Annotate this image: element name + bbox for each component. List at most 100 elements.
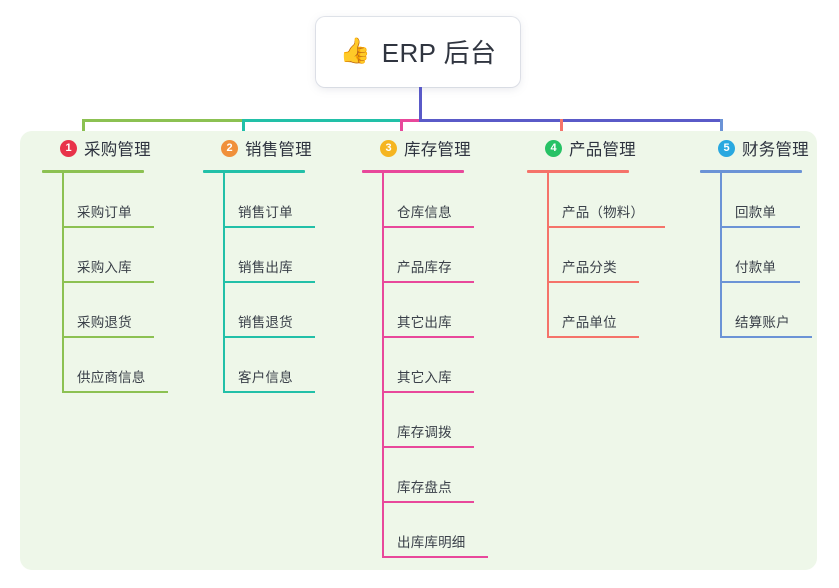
branch-item-underline xyxy=(62,391,168,393)
branch-item-label: 供应商信息 xyxy=(77,370,146,385)
branch-item-underline xyxy=(62,281,154,283)
branch-items: 采购订单采购入库采购退货供应商信息 xyxy=(42,173,168,393)
root-node-erp-backend[interactable]: 👍 ERP 后台 xyxy=(316,17,520,87)
branch-item-underline xyxy=(62,226,154,228)
branch-title-label: 财务管理 xyxy=(742,141,809,159)
branch-item-underline xyxy=(223,391,315,393)
branch-header-4[interactable]: 4 产品管理 xyxy=(527,131,636,165)
branch-item-underline xyxy=(720,281,800,283)
branch-item-underline xyxy=(223,336,315,338)
branch-items: 仓库信息产品库存其它出库其它入库库存调拨库存盘点出库库明细 xyxy=(362,173,488,558)
branch-header-5[interactable]: 5 财务管理 xyxy=(700,131,809,165)
branch-item-label: 产品库存 xyxy=(397,260,452,275)
branch-item-label: 库存盘点 xyxy=(397,480,452,495)
branch-item-label: 采购入库 xyxy=(77,260,132,275)
branch-number-badge: 2 xyxy=(221,139,238,157)
branch-item[interactable]: 回款单 xyxy=(700,173,809,228)
branch-item[interactable]: 出库库明细 xyxy=(362,503,488,558)
branch-column-2: 2 销售管理销售订单销售出库销售退货客户信息 xyxy=(203,131,315,393)
branch-column-4: 4 产品管理产品（物料） 产品分类产品单位 xyxy=(527,131,665,338)
branch-spine-line xyxy=(382,173,384,558)
branch-spine-line xyxy=(62,173,64,393)
branch-item[interactable]: 产品库存 xyxy=(362,228,474,283)
branch-item-underline xyxy=(547,281,639,283)
connector-segment-4 xyxy=(560,119,723,122)
branch-item[interactable]: 库存调拨 xyxy=(362,393,474,448)
branch-column-3: 3 库存管理仓库信息产品库存其它出库其它入库库存调拨库存盘点出库库明细 xyxy=(362,131,488,558)
branch-item-underline xyxy=(382,391,474,393)
branch-column-5: 5 财务管理回款单付款单结算账户 xyxy=(700,131,812,338)
branch-item-label: 产品单位 xyxy=(562,315,617,330)
branch-item-label: 结算账户 xyxy=(735,315,790,330)
branch-item-underline xyxy=(547,226,665,228)
root-connector-line xyxy=(419,87,422,122)
branch-item-label: 销售出库 xyxy=(238,260,293,275)
branch-item-underline xyxy=(382,281,474,283)
branch-header-underline xyxy=(527,170,629,173)
branch-item[interactable]: 付款单 xyxy=(700,228,809,283)
branch-number-badge: 5 xyxy=(718,139,735,157)
branch-header-underline xyxy=(362,170,464,173)
branches-panel: 1 采购管理采购订单采购入库采购退货供应商信息 2 销售管理销售订单销售出库销售退货客… xyxy=(20,131,817,570)
branch-item-underline xyxy=(382,501,474,503)
branch-header-underline xyxy=(203,170,305,173)
branch-number-badge: 3 xyxy=(380,139,397,157)
thumbs-up-icon: 👍 xyxy=(339,36,371,65)
branch-item[interactable]: 结算账户 xyxy=(700,283,812,338)
branch-item-label: 付款单 xyxy=(735,260,777,275)
branch-spine-line xyxy=(547,173,549,338)
branch-number-badge: 1 xyxy=(60,139,77,157)
branch-item[interactable]: 库存盘点 xyxy=(362,448,474,503)
branch-spine-line xyxy=(720,173,722,338)
branch-number-badge: 4 xyxy=(545,139,562,157)
branch-item-underline xyxy=(382,446,474,448)
branch-item[interactable]: 销售订单 xyxy=(203,173,315,228)
branch-item[interactable]: 销售退货 xyxy=(203,283,315,338)
branch-item-underline xyxy=(223,281,315,283)
branch-item[interactable]: 采购退货 xyxy=(42,283,154,338)
branch-item[interactable]: 客户信息 xyxy=(203,338,315,393)
branch-item[interactable]: 仓库信息 xyxy=(362,173,474,228)
branch-item[interactable]: 产品单位 xyxy=(527,283,639,338)
branch-title-label: 库存管理 xyxy=(404,141,471,159)
branch-items: 回款单付款单结算账户 xyxy=(700,173,812,338)
branch-header-2[interactable]: 2 销售管理 xyxy=(203,131,312,165)
branch-item-underline xyxy=(382,226,474,228)
branch-spine-line xyxy=(223,173,225,393)
branch-header-underline xyxy=(42,170,144,173)
branch-item[interactable]: 采购订单 xyxy=(42,173,154,228)
branch-title-label: 产品管理 xyxy=(569,141,636,159)
branch-header-1[interactable]: 1 采购管理 xyxy=(42,131,151,165)
branch-item-label: 其它入库 xyxy=(397,370,452,385)
branch-item[interactable]: 供应商信息 xyxy=(42,338,168,393)
branch-item-underline xyxy=(62,336,154,338)
branch-item-label: 其它出库 xyxy=(397,315,452,330)
branch-item[interactable]: 其它入库 xyxy=(362,338,474,393)
branch-item-label: 产品分类 xyxy=(562,260,617,275)
branch-item-label: 库存调拨 xyxy=(397,425,452,440)
branch-item-label: 客户信息 xyxy=(238,370,293,385)
branch-item-underline xyxy=(382,336,474,338)
branch-item-underline xyxy=(720,226,800,228)
branch-item[interactable]: 产品（物料） xyxy=(527,173,665,228)
branch-items: 销售订单销售出库销售退货客户信息 xyxy=(203,173,315,393)
root-node-label: ERP 后台 xyxy=(381,37,497,68)
branch-item-underline xyxy=(547,336,639,338)
branch-item-label: 销售退货 xyxy=(238,315,293,330)
branch-item-underline xyxy=(382,556,488,558)
branch-title-label: 销售管理 xyxy=(245,141,312,159)
branch-items: 产品（物料） 产品分类产品单位 xyxy=(527,173,665,338)
branch-item-label: 采购订单 xyxy=(77,205,132,220)
branch-item[interactable]: 其它出库 xyxy=(362,283,474,338)
connector-segment-3a xyxy=(400,119,422,122)
branch-item[interactable]: 销售出库 xyxy=(203,228,315,283)
branch-item-label: 出库库明细 xyxy=(397,535,466,550)
branch-header-underline xyxy=(700,170,802,173)
branch-title-label: 采购管理 xyxy=(84,141,151,159)
connector-segment-3b xyxy=(419,119,563,122)
branch-item[interactable]: 产品分类 xyxy=(527,228,639,283)
branch-header-3[interactable]: 3 库存管理 xyxy=(362,131,471,165)
branch-item-label: 仓库信息 xyxy=(397,205,452,220)
branch-item[interactable]: 采购入库 xyxy=(42,228,154,283)
branch-item-label: 回款单 xyxy=(735,205,777,220)
